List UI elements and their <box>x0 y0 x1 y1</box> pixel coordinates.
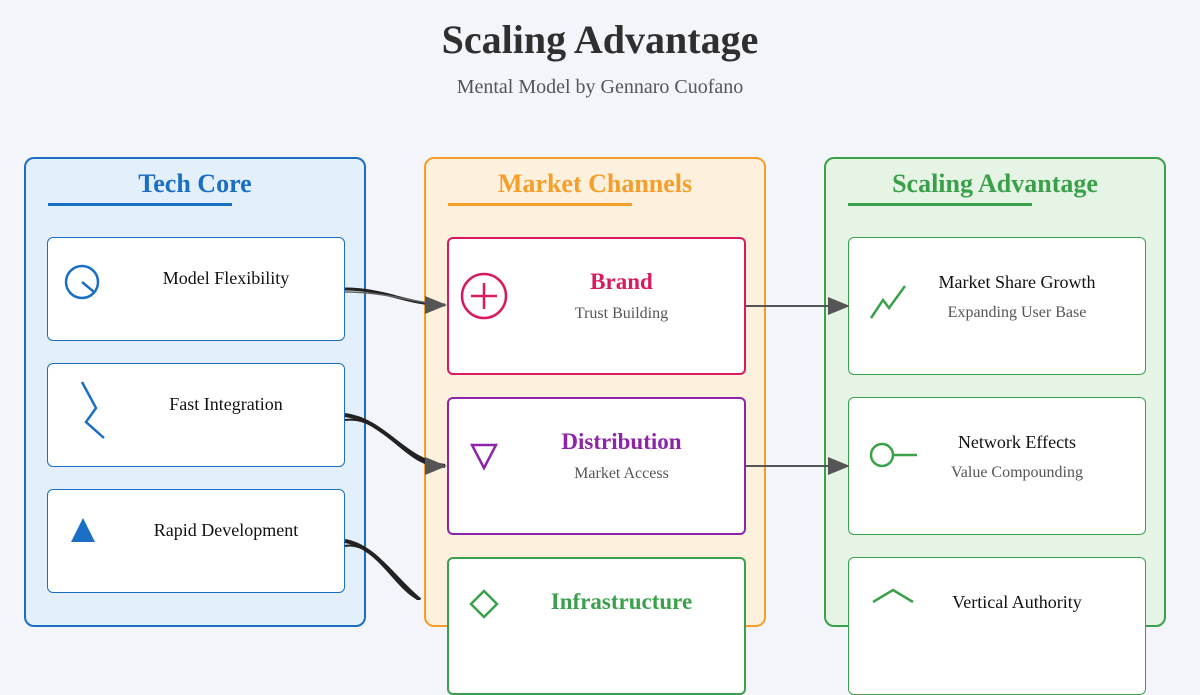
scaling-advantage-panel: Scaling Advantage <box>824 157 1166 627</box>
infrastructure-label: Infrastructure <box>550 589 693 614</box>
market-share-growth-sub: Expanding User Base <box>947 304 1087 321</box>
page-title: Scaling Advantage <box>441 17 759 62</box>
down-triangle-icon <box>469 443 499 471</box>
trend-line-icon <box>869 285 907 319</box>
fast-integration-card[interactable]: Fast Integration <box>47 363 345 467</box>
distribution-sub: Market Access <box>574 465 669 482</box>
brand-sub: Trust Building <box>574 305 669 322</box>
market-channels-underline <box>448 203 632 206</box>
tech-core-underline <box>48 203 232 206</box>
lightning-icon <box>80 381 105 439</box>
network-effects-label: Network Effects <box>957 432 1077 452</box>
brand-label: Brand <box>590 269 653 294</box>
fast-integration-label: Fast Integration <box>169 394 283 414</box>
scaling-advantage-underline <box>848 203 1032 206</box>
model-flexibility-label: Model Flexibility <box>162 268 290 288</box>
market-channels-title: Market Channels <box>497 169 693 198</box>
rapid-development-label: Rapid Development <box>153 520 299 540</box>
diamond-icon <box>469 589 499 619</box>
vertical-authority-label: Vertical Authority <box>952 592 1082 612</box>
page-subtitle: Mental Model by Gennaro Cuofano <box>456 76 744 98</box>
node-link-icon <box>869 442 917 468</box>
vertical-authority-card[interactable]: Vertical Authority <box>848 557 1146 695</box>
triangle-icon <box>71 518 95 542</box>
brand-card[interactable]: Brand Trust Building <box>447 237 746 375</box>
rapid-development-card[interactable]: Rapid Development <box>47 489 345 593</box>
clock-icon <box>64 264 100 300</box>
tech-core-title: Tech Core <box>138 169 252 198</box>
network-effects-card[interactable]: Network Effects Value Compounding <box>848 397 1146 535</box>
market-channels-panel: Market Channels <box>424 157 766 627</box>
market-share-growth-label: Market Share Growth <box>938 272 1096 292</box>
infrastructure-card[interactable]: Infrastructure <box>447 557 746 695</box>
distribution-label: Distribution <box>561 429 682 454</box>
scaling-advantage-title: Scaling Advantage <box>892 169 1098 198</box>
network-effects-sub: Value Compounding <box>951 464 1083 481</box>
distribution-card[interactable]: Distribution Market Access <box>447 397 746 535</box>
plus-circle-icon <box>460 272 508 320</box>
model-flexibility-card[interactable]: Model Flexibility <box>47 237 345 341</box>
pentagon-icon <box>872 588 914 604</box>
market-share-growth-card[interactable]: Market Share Growth Expanding User Base <box>848 237 1146 375</box>
